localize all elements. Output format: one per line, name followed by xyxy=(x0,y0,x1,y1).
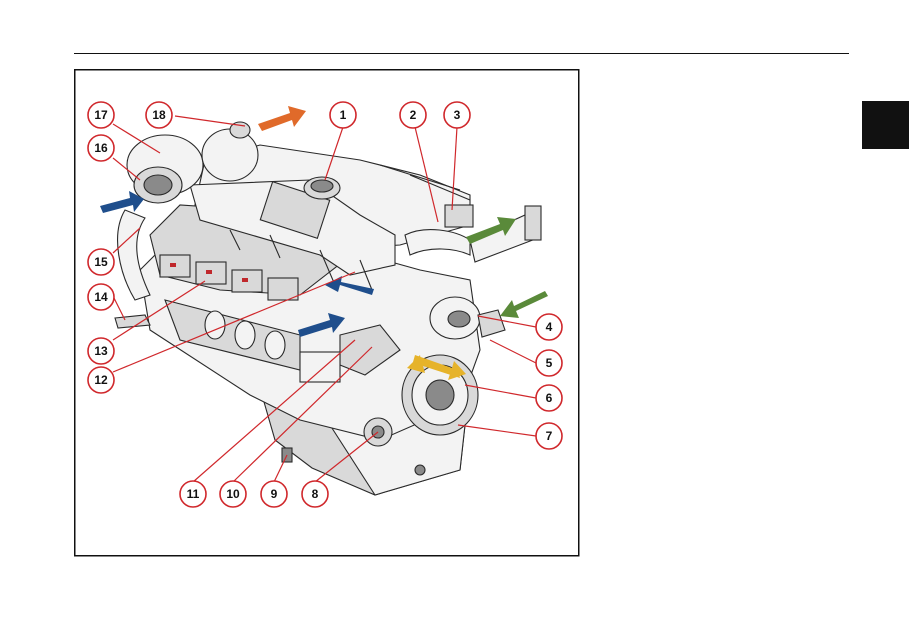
svg-text:12: 12 xyxy=(94,373,108,387)
leader-14 xyxy=(112,295,126,321)
callout-15: 15 xyxy=(87,248,115,276)
callout-6: 6 xyxy=(535,384,563,412)
fuel-arrow-lower xyxy=(407,355,460,378)
coolant-pipe xyxy=(404,229,471,256)
leader-18 xyxy=(174,115,246,127)
svg-text:8: 8 xyxy=(312,487,319,501)
svg-text:1: 1 xyxy=(340,108,347,122)
svg-text:18: 18 xyxy=(152,108,166,122)
svg-text:5: 5 xyxy=(546,356,553,370)
svg-text:13: 13 xyxy=(94,344,108,358)
callout-16: 16 xyxy=(87,134,115,162)
leader-4 xyxy=(477,315,537,328)
leader-16 xyxy=(112,157,141,181)
callout-14: 14 xyxy=(87,283,115,311)
callout-4: 4 xyxy=(535,313,563,341)
exhaust-outlet-arrow xyxy=(258,106,306,131)
leader-2 xyxy=(414,126,439,223)
leader-13 xyxy=(112,280,206,341)
leader-11 xyxy=(192,339,356,483)
coolant-out-arrow xyxy=(466,217,516,244)
callout-3: 3 xyxy=(443,101,471,129)
svg-text:2: 2 xyxy=(410,108,417,122)
intake-air-arrow-left xyxy=(100,191,144,213)
callout-10: 10 xyxy=(219,480,247,508)
svg-text:7: 7 xyxy=(546,429,553,443)
leader-1 xyxy=(324,126,344,181)
svg-text:14: 14 xyxy=(94,290,108,304)
section-tab xyxy=(862,101,909,149)
leader-8 xyxy=(314,431,379,483)
leader-lines xyxy=(112,115,537,483)
leader-9 xyxy=(273,454,288,483)
callout-8: 8 xyxy=(301,480,329,508)
svg-text:9: 9 xyxy=(271,487,278,501)
svg-text:17: 17 xyxy=(94,108,108,122)
leader-12 xyxy=(112,271,356,373)
svg-text:6: 6 xyxy=(546,391,553,405)
svg-text:16: 16 xyxy=(94,141,108,155)
callout-17: 17 xyxy=(87,101,115,129)
leader-3 xyxy=(451,126,458,211)
intake-pipe xyxy=(117,209,151,301)
leader-6 xyxy=(464,384,537,399)
callout-1: 1 xyxy=(329,101,357,129)
intake-air-arrow-mid-upper xyxy=(325,276,374,295)
coolant-in-arrow xyxy=(500,291,548,318)
svg-text:3: 3 xyxy=(454,108,461,122)
svg-text:15: 15 xyxy=(94,255,108,269)
callout-12: 12 xyxy=(87,366,115,394)
callout-2: 2 xyxy=(399,101,427,129)
leader-7 xyxy=(457,424,537,437)
leader-5 xyxy=(489,339,537,364)
leader-17 xyxy=(112,123,161,154)
callout-11: 11 xyxy=(179,480,207,508)
callout-18: 18 xyxy=(145,101,173,129)
callout-9: 9 xyxy=(260,480,288,508)
exhaust-manifold xyxy=(159,254,299,301)
header-rule xyxy=(74,53,849,54)
callout-13: 13 xyxy=(87,337,115,365)
svg-text:11: 11 xyxy=(187,487,200,501)
callout-5: 5 xyxy=(535,349,563,377)
engine-illustration xyxy=(114,121,542,496)
intake-air-arrow-mid-lower xyxy=(298,313,345,337)
callout-7: 7 xyxy=(535,422,563,450)
thermostat-housing xyxy=(444,204,474,228)
svg-text:4: 4 xyxy=(546,320,553,334)
leader-15 xyxy=(112,227,141,254)
svg-text:10: 10 xyxy=(226,487,240,501)
leader-10 xyxy=(232,346,373,483)
